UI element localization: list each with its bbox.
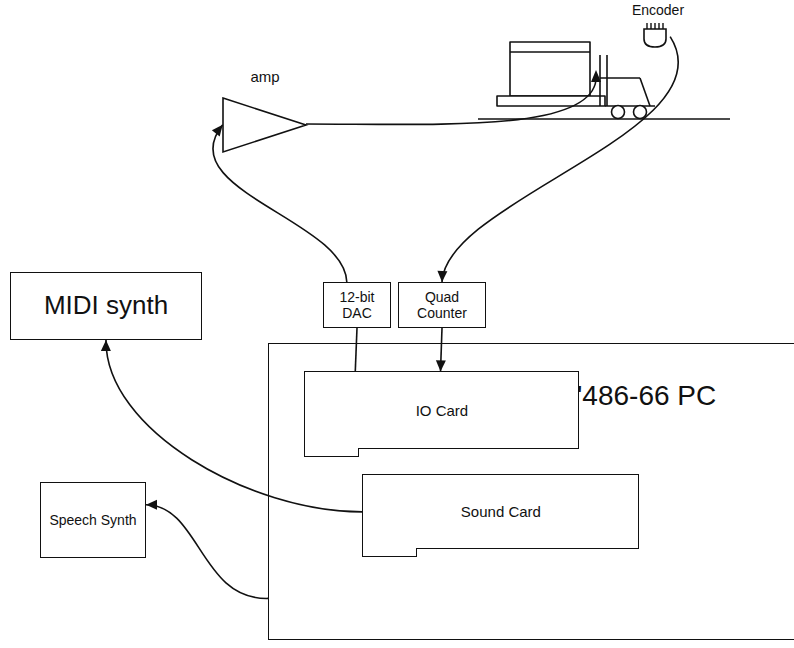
node-label: Speech Synth	[49, 512, 136, 528]
connector-line	[442, 37, 678, 282]
encoder-pin	[658, 23, 659, 29]
node-label: Encoder	[626, 2, 690, 18]
cart-arm	[600, 77, 640, 79]
node-label: MIDI synth	[44, 291, 168, 321]
cart-mast	[606, 55, 608, 106]
motor-box	[510, 42, 590, 96]
card-edge-tab	[362, 548, 417, 557]
device-box: MIDI synth	[10, 272, 202, 340]
encoder-body	[644, 29, 666, 47]
cart-platform	[497, 96, 605, 106]
cart-arm	[640, 78, 650, 106]
node-label: '486-66 PC	[577, 380, 716, 412]
node-label: IO Card	[416, 402, 469, 419]
arrowhead	[436, 360, 446, 371]
encoder-pin	[654, 23, 655, 29]
amplifier-symbol: amp	[220, 68, 310, 154]
expansion-card: IO Card	[304, 371, 579, 449]
connector	[437, 37, 678, 282]
connector	[436, 328, 446, 371]
drive-arrowhead	[591, 70, 601, 82]
connector-line	[146, 505, 268, 599]
interface-box: Quad Counter	[398, 282, 486, 328]
node-label: Quad Counter	[404, 289, 480, 321]
motor-edge	[510, 51, 590, 53]
drive-wire	[306, 80, 596, 124]
encoder-icon	[640, 21, 670, 49]
cart-wheel	[634, 106, 647, 119]
encoder-pin	[646, 23, 647, 29]
connector-line	[355, 328, 357, 371]
arrowhead	[212, 125, 223, 137]
arrowhead	[146, 500, 157, 510]
connector	[146, 500, 268, 599]
arrowhead	[437, 271, 447, 282]
encoder-pin	[662, 23, 663, 29]
expansion-card: Sound Card	[362, 474, 639, 549]
connector	[355, 328, 357, 371]
amplifier-triangle	[222, 97, 308, 153]
node-label: 12-bit DAC	[329, 289, 385, 321]
computer-housing: '486-66 PC IO CardSound Card	[268, 343, 794, 640]
node-label: Sound Card	[461, 503, 541, 520]
encoder-symbol: Encoder	[626, 2, 690, 50]
encoder-pin	[650, 23, 651, 29]
card-edge-tab	[304, 448, 359, 457]
node-label: amp	[220, 68, 310, 85]
interface-box: 12-bit DAC	[323, 282, 391, 328]
arrowhead	[101, 340, 111, 351]
cart-frame	[605, 105, 655, 107]
device-box: Speech Synth	[40, 482, 146, 558]
amplifier-outline	[223, 98, 306, 152]
cart-wheel	[612, 106, 625, 119]
